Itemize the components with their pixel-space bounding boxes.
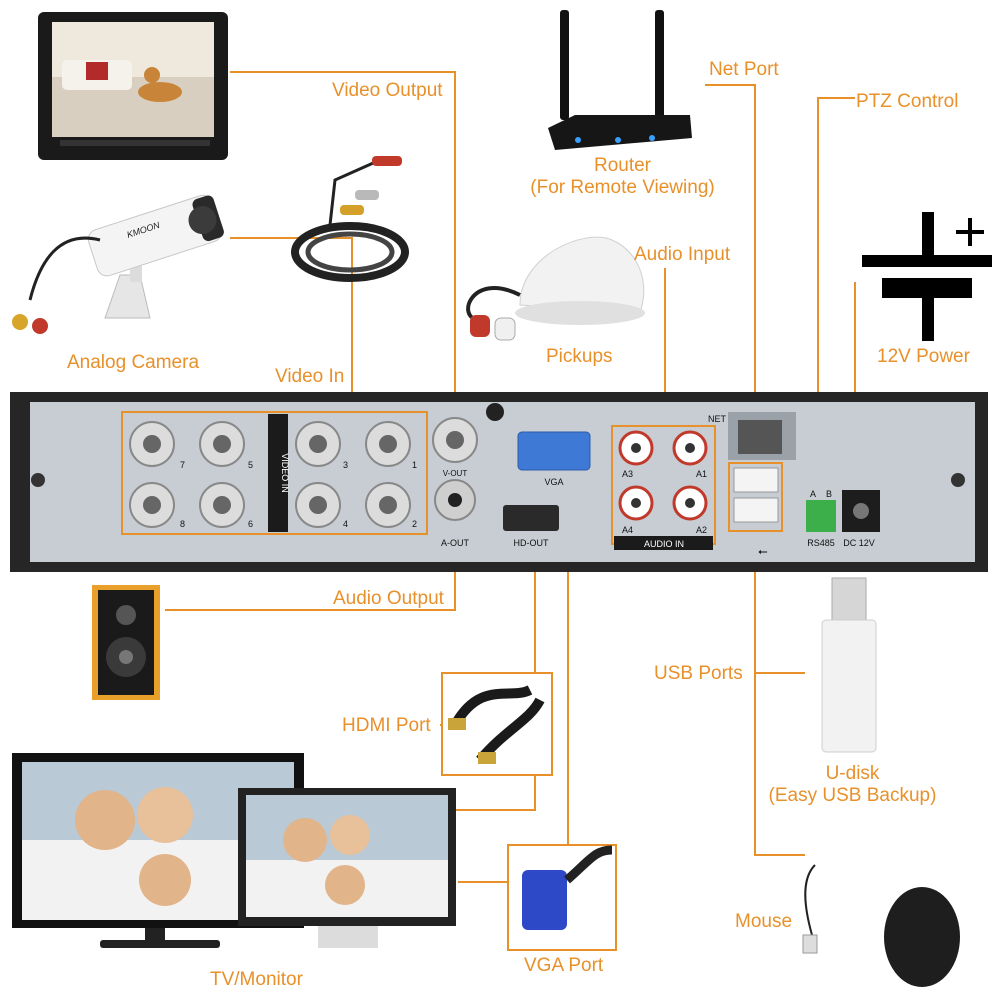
vga-port-label: VGA Port xyxy=(524,955,604,976)
mouse-image xyxy=(802,864,960,987)
panel-audio-in-label: AUDIO IN xyxy=(644,539,684,549)
lcd-monitor-image xyxy=(38,12,228,160)
panel-texts: VIDEO IN 7 5 3 1 8 6 4 2 V-OUT A-OUT VGA… xyxy=(126,220,875,558)
audio-number-a4: A4 xyxy=(622,525,633,535)
usb-ports-label: USB Ports xyxy=(654,663,743,684)
bnc-number-3: 3 xyxy=(343,460,348,470)
pickups-label: Pickups xyxy=(546,346,613,367)
bnc-number-2: 2 xyxy=(412,519,417,529)
tv-monitor-label: TV/Monitor xyxy=(210,969,303,990)
bnc-number-4: 4 xyxy=(343,519,348,529)
vga-cable-image xyxy=(507,844,617,951)
analog-camera-image xyxy=(12,194,224,334)
udisk-label: U-disk (Easy USB Backup) xyxy=(760,763,945,807)
audio-number-a3: A3 xyxy=(622,469,633,479)
video-output-label: Video Output xyxy=(332,80,443,101)
panel-a-out-label: A-OUT xyxy=(441,538,470,548)
bnc-number-7: 7 xyxy=(180,460,185,470)
dc-power-symbol xyxy=(862,212,992,341)
router-image xyxy=(548,10,692,150)
panel-dc-label: DC 12V xyxy=(843,538,875,548)
udisk-label-line2: (Easy USB Backup) xyxy=(768,785,937,806)
bnc-cable-image xyxy=(291,156,409,282)
hdmi-port-label: HDMI Port xyxy=(342,715,431,736)
panel-rs485-a-label: A xyxy=(810,489,816,499)
panel-hd-out-label: HD-OUT xyxy=(514,538,549,548)
usb-symbol-icon: ⭠ xyxy=(758,544,768,558)
bnc-number-5: 5 xyxy=(248,460,253,470)
udisk-label-line1: U-disk xyxy=(825,763,880,784)
panel-v-out-label: V-OUT xyxy=(443,469,468,478)
bnc-connectors xyxy=(129,417,708,528)
audio-input-label: Audio Input xyxy=(634,244,731,265)
audio-output-label: Audio Output xyxy=(333,588,444,609)
panel-rs485-b-label: B xyxy=(826,489,832,499)
router-label: Router (For Remote Viewing) xyxy=(520,155,725,199)
usb-drive-image xyxy=(821,577,877,753)
vga-monitor-image xyxy=(238,788,456,948)
bnc-number-8: 8 xyxy=(180,519,185,529)
bnc-number-1: 1 xyxy=(412,460,417,470)
panel-video-in-label: VIDEO IN xyxy=(280,453,290,493)
router-label-line1: Router xyxy=(593,155,652,176)
pickup-microphone-image xyxy=(466,236,645,341)
dvr-back-panel xyxy=(10,392,988,572)
ptz-control-label: PTZ Control xyxy=(856,91,959,112)
panel-rs485-label: RS485 xyxy=(807,538,835,548)
panel-vga-label: VGA xyxy=(544,477,563,487)
router-label-line2: (For Remote Viewing) xyxy=(530,177,715,198)
power-12v-label: 12V Power xyxy=(877,346,970,367)
mouse-label: Mouse xyxy=(735,911,793,932)
video-in-label: Video In xyxy=(275,366,345,387)
hdmi-cable-image xyxy=(441,672,553,776)
audio-number-a2: A2 xyxy=(696,525,707,535)
speaker-image xyxy=(92,585,160,700)
panel-net-label: NET xyxy=(708,414,727,424)
analog-camera-label: Analog Camera xyxy=(67,352,200,373)
audio-number-a1: A1 xyxy=(696,469,707,479)
net-port-label: Net Port xyxy=(709,59,779,80)
bnc-number-6: 6 xyxy=(248,519,253,529)
